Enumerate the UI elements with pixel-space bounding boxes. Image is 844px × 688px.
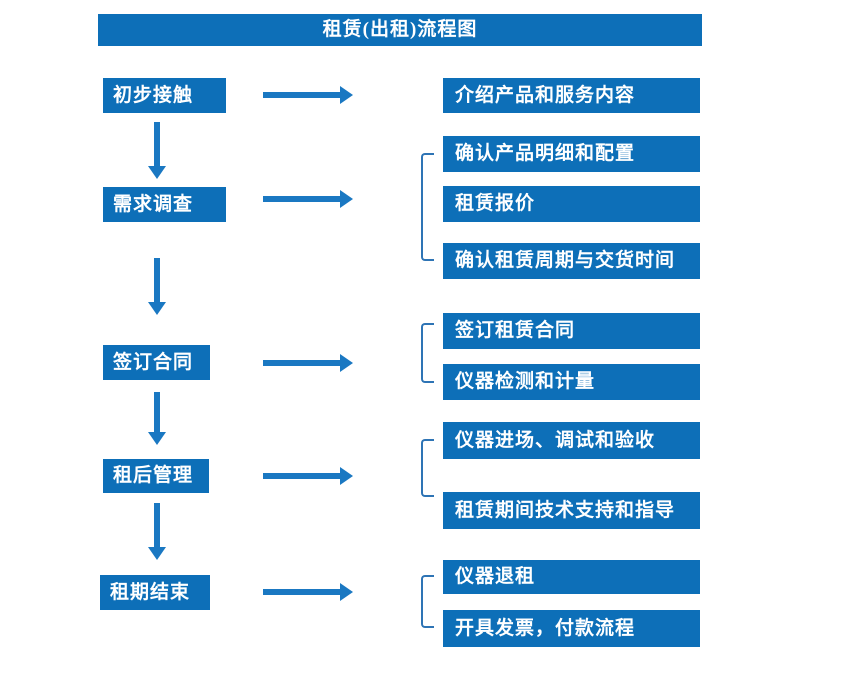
down-arrow-shaft bbox=[154, 122, 160, 168]
down-arrow-head bbox=[148, 547, 166, 560]
output-box: 开具发票，付款流程 bbox=[443, 610, 700, 647]
right-arrow-shaft bbox=[263, 589, 342, 595]
step-box-post-rental-management: 租后管理 bbox=[103, 459, 209, 493]
down-arrow bbox=[146, 392, 168, 445]
step-box-rental-end: 租期结束 bbox=[100, 575, 210, 610]
output-box: 租赁期间技术支持和指导 bbox=[443, 492, 700, 529]
down-arrow-shaft bbox=[154, 503, 160, 549]
group-bracket bbox=[421, 153, 434, 261]
right-arrow-shaft bbox=[263, 92, 342, 98]
down-arrow-shaft bbox=[154, 258, 160, 304]
right-arrow bbox=[263, 467, 353, 485]
right-arrow bbox=[263, 583, 353, 601]
down-arrow-head bbox=[148, 166, 166, 179]
output-box: 租赁报价 bbox=[443, 186, 700, 222]
right-arrow-shaft bbox=[263, 196, 342, 202]
output-box: 仪器检测和计量 bbox=[443, 364, 700, 400]
right-arrow bbox=[263, 354, 353, 372]
right-arrow-head bbox=[340, 583, 353, 601]
down-arrow-head bbox=[148, 302, 166, 315]
down-arrow bbox=[146, 122, 168, 179]
down-arrow-head bbox=[148, 432, 166, 445]
output-box: 签订租赁合同 bbox=[443, 313, 700, 349]
output-box: 仪器进场、调试和验收 bbox=[443, 422, 700, 459]
right-arrow bbox=[263, 190, 353, 208]
right-arrow-head bbox=[340, 190, 353, 208]
step-box-initial-contact: 初步接触 bbox=[103, 78, 226, 113]
right-arrow-shaft bbox=[263, 360, 342, 366]
right-arrow-shaft bbox=[263, 473, 342, 479]
down-arrow bbox=[146, 258, 168, 315]
step-box-sign-contract: 签订合同 bbox=[103, 345, 210, 380]
step-box-demand-survey: 需求调查 bbox=[103, 187, 226, 222]
group-bracket bbox=[421, 439, 434, 497]
output-box: 仪器退租 bbox=[443, 560, 700, 594]
right-arrow bbox=[263, 86, 353, 104]
down-arrow bbox=[146, 503, 168, 560]
output-box: 确认产品明细和配置 bbox=[443, 136, 700, 172]
right-arrow-head bbox=[340, 354, 353, 372]
output-box: 确认租赁周期与交货时间 bbox=[443, 243, 700, 279]
right-arrow-head bbox=[340, 467, 353, 485]
output-box: 介绍产品和服务内容 bbox=[443, 78, 700, 113]
group-bracket bbox=[421, 575, 434, 628]
right-arrow-head bbox=[340, 86, 353, 104]
group-bracket bbox=[421, 323, 434, 383]
down-arrow-shaft bbox=[154, 392, 160, 434]
flowchart-title: 租赁(出租)流程图 bbox=[98, 14, 702, 46]
